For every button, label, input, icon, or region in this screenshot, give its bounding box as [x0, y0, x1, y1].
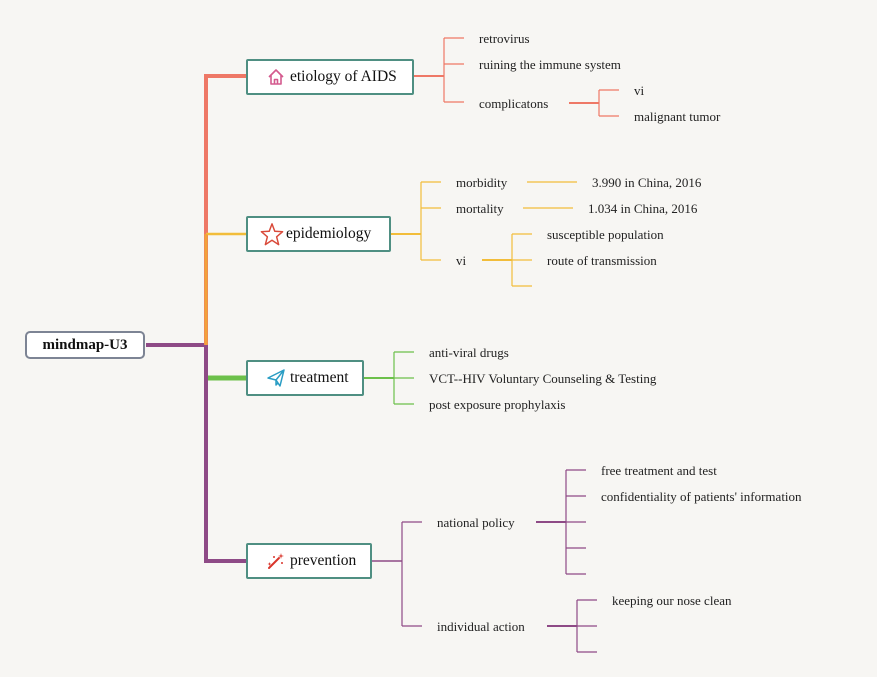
- node-mortality[interactable]: mortality: [456, 201, 504, 216]
- node-complications[interactable]: complicatons: [479, 96, 549, 111]
- topic-epidemiology[interactable]: epidemiology: [246, 216, 391, 252]
- node-mortality-value[interactable]: 1.034 in China, 2016: [588, 201, 698, 216]
- node-morbidity-value[interactable]: 3.990 in China, 2016: [592, 175, 702, 190]
- topic-label: etiology of AIDS: [290, 68, 397, 85]
- node-vi[interactable]: vi: [456, 253, 467, 268]
- root-node[interactable]: mindmap-U3: [25, 331, 145, 359]
- node-retrovirus[interactable]: retrovirus: [479, 31, 530, 46]
- node-ruining-immune-system[interactable]: ruining the immune system: [479, 57, 621, 72]
- topic-prevention[interactable]: prevention: [246, 543, 372, 579]
- node-individual-action[interactable]: individual action: [437, 619, 525, 634]
- root-label: mindmap-U3: [42, 336, 128, 353]
- home-icon: [264, 65, 288, 89]
- node-morbidity[interactable]: morbidity: [456, 175, 508, 190]
- node-vct[interactable]: VCT--HIV Voluntary Counseling & Testing: [429, 371, 657, 386]
- topic-etiology[interactable]: etiology of AIDS: [246, 59, 414, 95]
- star-icon: [260, 222, 284, 246]
- node-susceptible-population[interactable]: susceptible population: [547, 227, 664, 242]
- node-post-exposure-prophylaxis[interactable]: post exposure prophylaxis: [429, 397, 566, 412]
- topic-treatment[interactable]: treatment: [246, 360, 364, 396]
- node-malignant-tumor[interactable]: malignant tumor: [634, 109, 721, 124]
- magic-wand-icon: [264, 549, 288, 573]
- node-free-treatment[interactable]: free treatment and test: [601, 463, 717, 478]
- paper-plane-icon: [264, 366, 288, 390]
- node-confidentiality[interactable]: confidentiality of patients' information: [601, 489, 802, 504]
- node-anti-viral-drugs[interactable]: anti-viral drugs: [429, 345, 509, 360]
- node-vi[interactable]: vi: [634, 83, 645, 98]
- topic-label: epidemiology: [286, 225, 372, 242]
- node-national-policy[interactable]: national policy: [437, 515, 515, 530]
- topic-label: treatment: [290, 369, 349, 386]
- node-route-of-transmission[interactable]: route of transmission: [547, 253, 657, 268]
- topic-label: prevention: [290, 552, 357, 569]
- node-keeping-nose-clean[interactable]: keeping our nose clean: [612, 593, 732, 608]
